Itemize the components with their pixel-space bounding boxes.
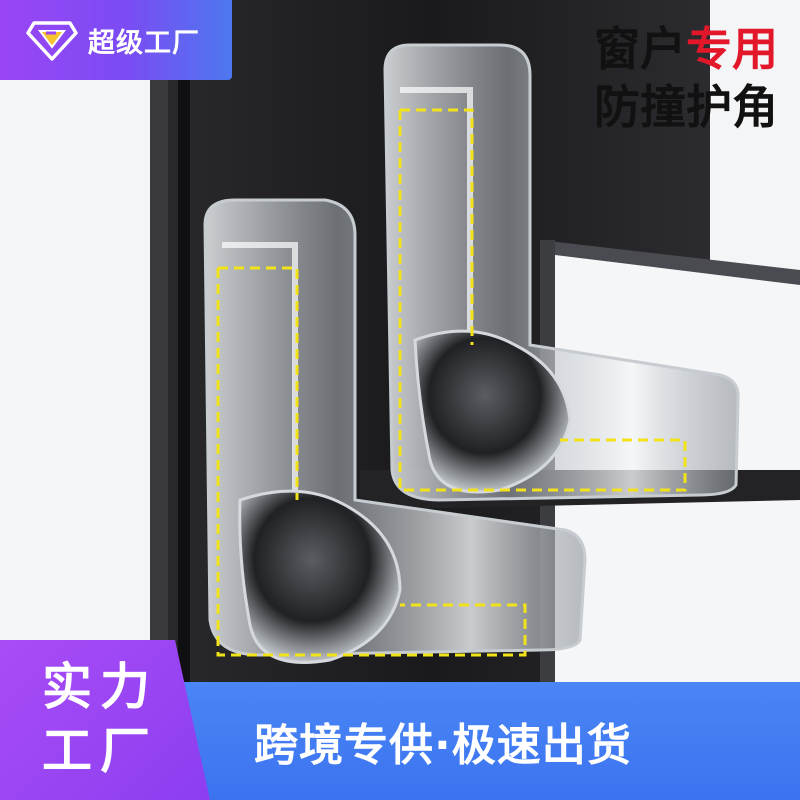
headline-line-1: 窗户专用 bbox=[594, 20, 778, 78]
factory-badge-line-2: 工厂 bbox=[42, 722, 158, 780]
headline: 窗户专用 防撞护角 bbox=[594, 20, 778, 136]
diamond-logo-icon bbox=[26, 21, 78, 61]
corner-protector-upper bbox=[383, 43, 740, 502]
factory-badge bbox=[0, 640, 210, 800]
brand-name: 超级工厂 bbox=[88, 27, 200, 59]
slogan: 跨境专供·极速出货 bbox=[254, 720, 632, 771]
headline-line-2: 防撞护角 bbox=[594, 80, 778, 134]
factory-badge-line-1: 实力 bbox=[42, 658, 158, 716]
corner-protector-lower bbox=[203, 198, 587, 664]
brand-badge: 超级工厂 bbox=[0, 0, 232, 80]
factory-badge-text: 实力 工厂 bbox=[42, 655, 182, 783]
headline-accent: 专用 bbox=[686, 22, 778, 76]
headline-prefix: 窗户 bbox=[594, 22, 686, 76]
